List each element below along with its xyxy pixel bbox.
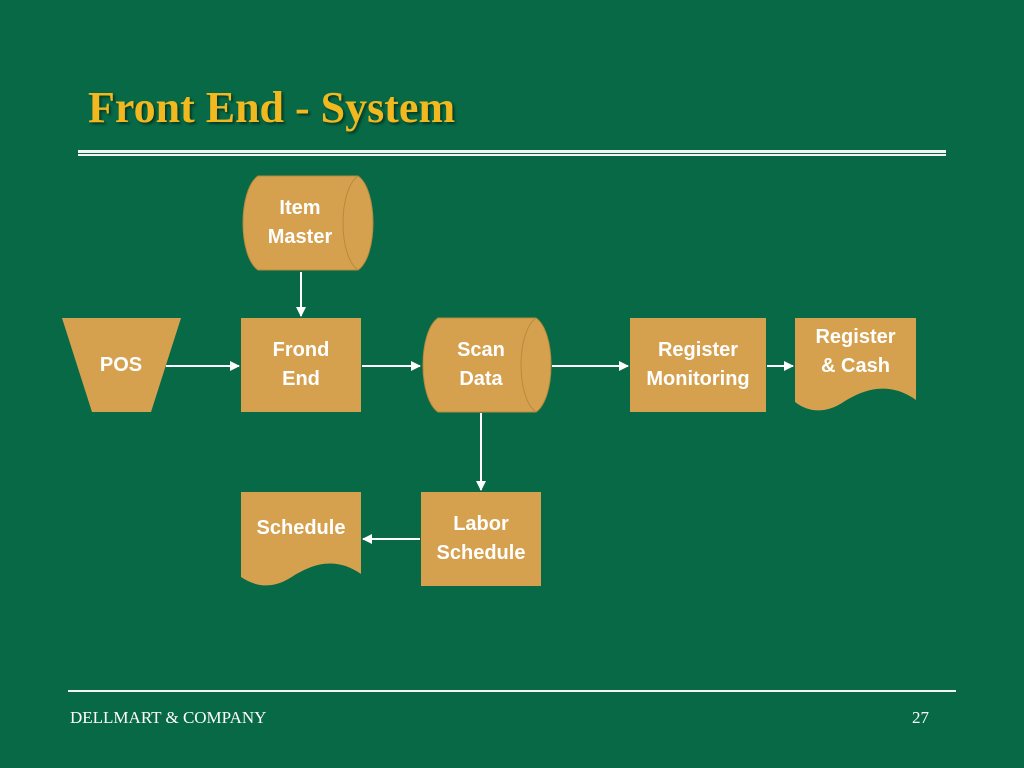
title-divider: [78, 150, 946, 156]
register-cash-shape: [795, 318, 916, 411]
frond-end-label: Frond End: [272, 339, 330, 390]
scan-data-curve: [520, 317, 537, 413]
page-number: 27: [912, 708, 929, 727]
footer-company: DELLMART & COMPANY: [70, 708, 267, 727]
scan-data-label: Scan Data: [457, 339, 505, 390]
item-master-curve: [342, 175, 359, 271]
labor-schedule-shape: [421, 492, 541, 586]
labor-schedule-label: Labor Schedule: [436, 513, 526, 564]
schedule-shape: [241, 492, 361, 586]
frond-end-shape: [241, 318, 361, 412]
pos-label: POS: [99, 353, 143, 376]
register-monitoring-label: Register Monitoring: [646, 339, 750, 390]
footer-divider: [68, 690, 956, 692]
register-cash-label: Register & Cash: [815, 326, 896, 377]
register-monitoring-shape: [630, 318, 766, 412]
item-master-label: Item Master: [267, 197, 333, 248]
pos-shape: [62, 318, 181, 412]
schedule-label: Schedule: [256, 516, 346, 539]
slide-title: Front End - System: [88, 83, 456, 132]
